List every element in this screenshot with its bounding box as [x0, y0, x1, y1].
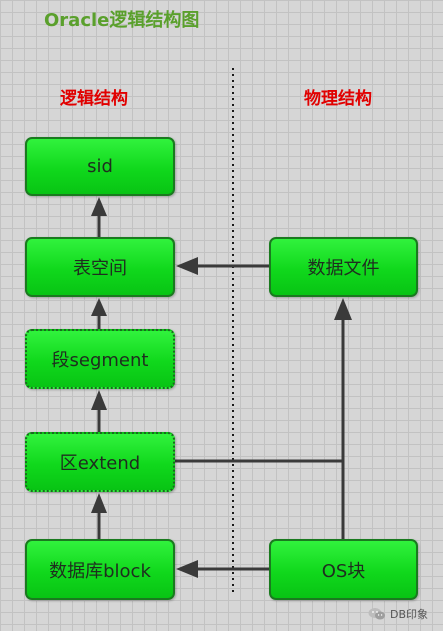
- node-tablespace: 表空间: [25, 237, 175, 297]
- watermark-text: DB印象: [390, 608, 429, 621]
- heading-logical-structure: 逻辑结构: [60, 89, 128, 109]
- node-sid: sid: [25, 137, 175, 196]
- diagram-title: Oracle逻辑结构图: [44, 10, 200, 31]
- node-extend: 区extend: [25, 432, 175, 492]
- wechat-icon: [368, 608, 385, 620]
- arrowhead-sid: [91, 197, 107, 216]
- arrowhead-tablespace: [91, 298, 107, 316]
- node-segment: 段segment: [25, 329, 175, 389]
- node-os-block: OS块: [269, 539, 418, 600]
- arrowhead-extend: [91, 493, 107, 513]
- watermark: DB印象: [368, 606, 428, 622]
- heading-physical-structure: 物理结构: [304, 89, 372, 109]
- arrowhead-segment: [91, 390, 107, 410]
- node-database-block: 数据库block: [25, 539, 175, 600]
- arrowhead-tablespace-left: [176, 257, 198, 275]
- arrowhead-dbblock: [176, 560, 198, 578]
- node-datafile: 数据文件: [269, 237, 418, 297]
- arrowhead-datafile: [334, 298, 352, 320]
